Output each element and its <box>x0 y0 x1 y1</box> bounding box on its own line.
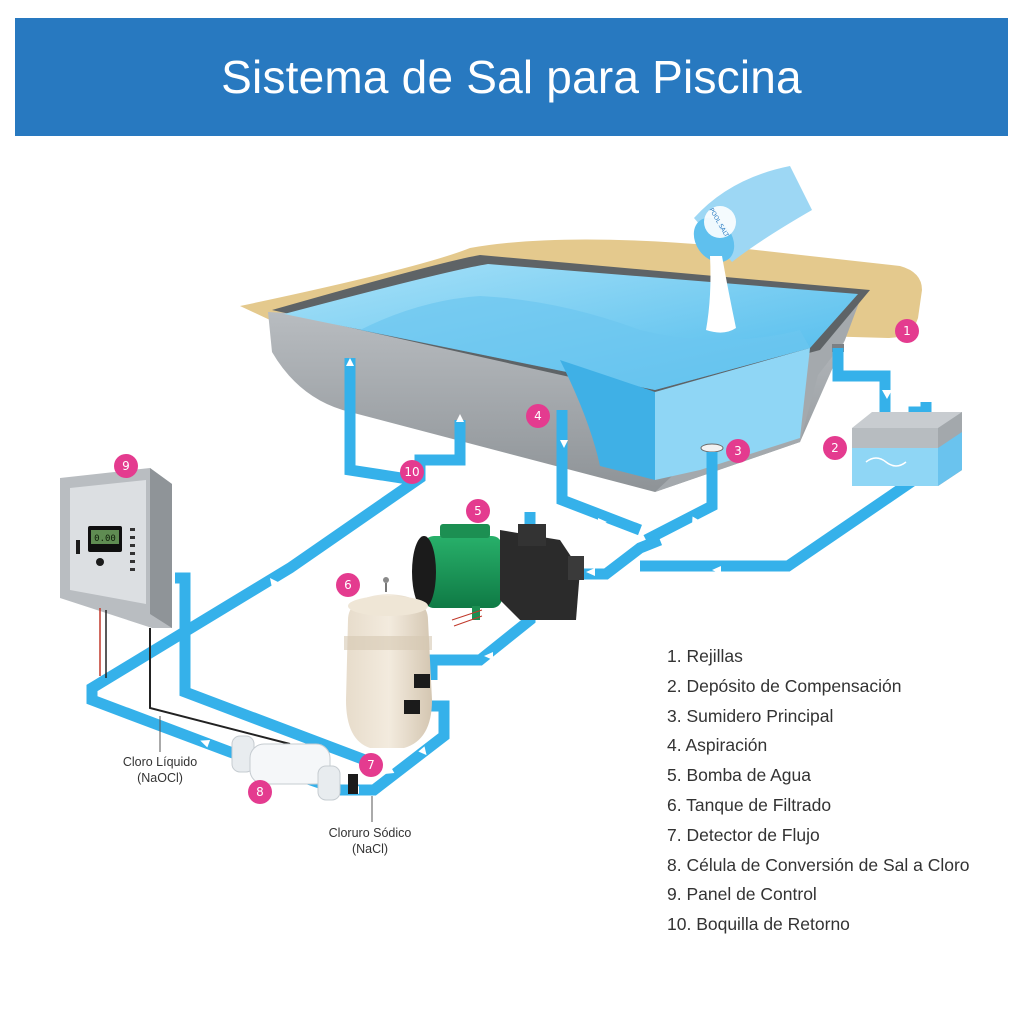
legend-item: 3. Sumidero Principal <box>667 705 834 726</box>
legend-item: 4. Aspiración <box>667 735 768 756</box>
legend-item: 8. Célula de Conversión de Sal a Cloro <box>667 854 970 875</box>
badge-return-nozzle: 10 <box>400 460 424 484</box>
liquid-chlorine-label: Cloro Líquido (NaOCl) <box>112 754 208 786</box>
legend-item: 9. Panel de Control <box>667 884 817 905</box>
sodium-chloride-formula: (NaCl) <box>351 842 389 856</box>
legend-item: 1. Rejillas <box>667 646 743 666</box>
filter-tank <box>344 577 432 748</box>
badge-balance-tank: 2 <box>823 436 847 460</box>
badge-suction: 4 <box>526 404 550 428</box>
water-pump <box>412 524 584 627</box>
flow-detector <box>348 774 358 794</box>
badge-grates: 1 <box>895 319 919 343</box>
balance-tank <box>852 412 962 486</box>
page-title: Sistema de Sal para Piscina <box>221 51 802 103</box>
liquid-chlorine-name: Cloro Líquido <box>122 755 198 769</box>
legend-item: 10. Boquilla de Retorno <box>667 914 850 935</box>
badge-control-panel: 9 <box>114 454 138 478</box>
legend-item: 2. Depósito de Compensación <box>667 675 902 696</box>
badge-main-drain: 3 <box>726 439 750 463</box>
liquid-chlorine-formula: (NaOCl) <box>137 771 183 785</box>
sodium-chloride-name: Cloruro Sódico <box>328 826 412 840</box>
badge-flow-detector: 7 <box>359 753 383 777</box>
legend-item: 5. Bomba de Agua <box>667 765 811 786</box>
sodium-chloride-label: Cloruro Sódico (NaCl) <box>318 825 422 857</box>
badge-salt-cell: 8 <box>248 780 272 804</box>
pool <box>240 239 922 492</box>
salt-chlorine-cell <box>231 735 341 801</box>
title-banner: Sistema de Sal para Piscina <box>15 18 1008 136</box>
badge-filter-tank: 6 <box>336 573 360 597</box>
panel-cable <box>149 628 291 745</box>
control-panel-display: 0.00 <box>94 534 116 544</box>
badge-pump: 5 <box>466 499 490 523</box>
legend-list: 1. Rejillas 2. Depósito de Compensación … <box>667 642 970 940</box>
control-panel: 0.00 <box>60 468 172 678</box>
legend-item: 7. Detector de Flujo <box>667 824 820 845</box>
salt-bag: POOL SALT <box>693 166 812 333</box>
legend-item: 6. Tanque de Filtrado <box>667 794 832 815</box>
